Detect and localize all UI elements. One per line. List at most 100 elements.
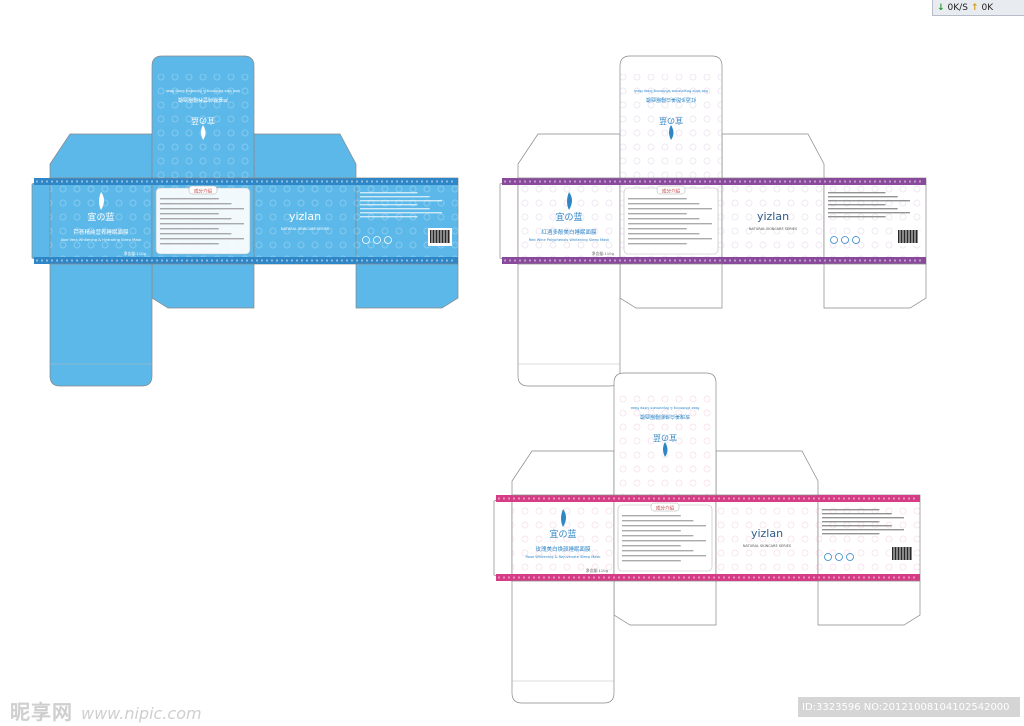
top-band	[496, 495, 920, 502]
band-dot	[853, 497, 855, 500]
band-dot	[376, 259, 378, 262]
band-dot	[643, 497, 645, 500]
barcode-bar	[448, 230, 449, 243]
band-dot	[764, 259, 766, 262]
band-dot	[669, 180, 671, 183]
band-dot	[753, 576, 755, 579]
lid-product-en: Red Wine Polyphenols Whitening Sleep Mas…	[634, 89, 708, 93]
band-dot	[673, 576, 675, 579]
ingredients-title: 成分介绍	[656, 505, 674, 512]
band-dot	[568, 497, 570, 500]
band-dot	[748, 497, 750, 500]
band-dot	[568, 576, 570, 579]
band-dot	[804, 180, 806, 183]
band-dot	[66, 180, 68, 183]
band-dot	[799, 259, 801, 262]
barcode-bar	[901, 547, 902, 560]
band-dot	[729, 180, 731, 183]
band-dot	[803, 497, 805, 500]
band-dot	[201, 259, 203, 262]
band-dot	[66, 259, 68, 262]
certification-icon	[841, 236, 849, 244]
band-dot	[61, 180, 63, 183]
band-dot	[529, 259, 531, 262]
band-dot	[126, 180, 128, 183]
band-dot	[619, 259, 621, 262]
band-dot	[396, 259, 398, 262]
band-dot	[579, 259, 581, 262]
band-dot	[51, 180, 53, 183]
band-dot	[356, 180, 358, 183]
text-line	[160, 218, 232, 220]
band-dot	[523, 576, 525, 579]
dust-flap-top-left	[511, 450, 615, 496]
band-dot	[919, 259, 921, 262]
band-dot	[594, 259, 596, 262]
band-dot	[799, 180, 801, 183]
band-dot	[446, 259, 448, 262]
band-dot	[638, 497, 640, 500]
band-dot	[559, 180, 561, 183]
band-dot	[714, 259, 716, 262]
text-line	[160, 243, 219, 245]
band-dot	[904, 180, 906, 183]
brand-logo-icon	[561, 509, 566, 527]
band-dot	[659, 180, 661, 183]
band-dot	[528, 576, 530, 579]
band-dot	[376, 180, 378, 183]
band-dot	[361, 259, 363, 262]
band-dot	[824, 180, 826, 183]
band-dot	[146, 259, 148, 262]
band-dot	[36, 180, 38, 183]
band-dot	[341, 259, 343, 262]
barcode-bar	[898, 547, 899, 560]
band-dot	[788, 497, 790, 500]
band-dot	[396, 180, 398, 183]
band-dot	[539, 180, 541, 183]
band-dot	[809, 259, 811, 262]
band-dot	[679, 259, 681, 262]
band-dot	[728, 497, 730, 500]
band-dot	[818, 497, 820, 500]
band-dot	[301, 259, 303, 262]
text-line	[822, 533, 880, 535]
band-dot	[649, 259, 651, 262]
text-line	[828, 192, 886, 194]
band-dot	[893, 497, 895, 500]
band-dot	[629, 259, 631, 262]
band-dot	[286, 180, 288, 183]
band-dot	[514, 180, 516, 183]
band-dot	[619, 180, 621, 183]
band-dot	[271, 180, 273, 183]
band-dot	[96, 180, 98, 183]
band-dot	[724, 180, 726, 183]
product-name-en: Red Wine Polyphenols Whitening Sleep Mas…	[529, 238, 610, 242]
barcode-bar	[432, 230, 433, 243]
band-dot	[703, 497, 705, 500]
certification-icon	[830, 236, 838, 244]
band-dot	[513, 576, 515, 579]
band-dot	[411, 180, 413, 183]
certification-icon	[373, 236, 381, 244]
download-rate: 0K/S	[947, 2, 968, 13]
glue-flap	[31, 177, 51, 265]
band-dot	[211, 180, 213, 183]
band-dot	[714, 180, 716, 183]
band-dot	[864, 259, 866, 262]
band-dot	[728, 576, 730, 579]
lid-brand-cn: 宜の蓝	[191, 116, 215, 126]
band-dot	[609, 180, 611, 183]
band-dot	[563, 576, 565, 579]
band-dot	[346, 259, 348, 262]
series-name: NATURAL SKINCARE SERIES	[743, 544, 792, 548]
band-dot	[704, 180, 706, 183]
bottom-lid	[511, 580, 615, 704]
band-dot	[231, 259, 233, 262]
band-dot	[201, 180, 203, 183]
band-dot	[534, 180, 536, 183]
band-dot	[241, 180, 243, 183]
band-dot	[441, 180, 443, 183]
band-dot	[236, 259, 238, 262]
panel-pattern	[722, 178, 824, 264]
band-dot	[76, 180, 78, 183]
